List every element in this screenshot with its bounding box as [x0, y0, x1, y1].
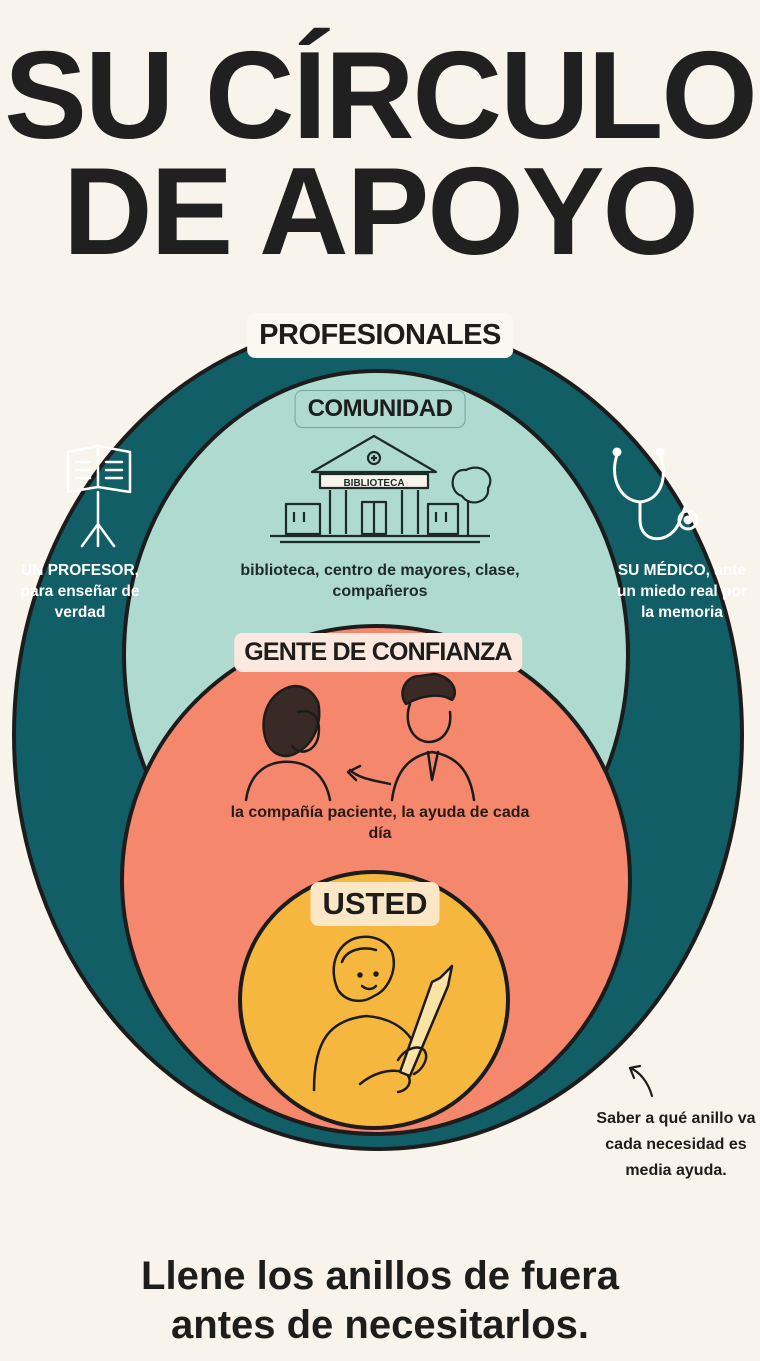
professionals-label: PROFESIONALES — [247, 313, 513, 358]
side-note: Saber a qué anillo va cada necesidad es … — [596, 1110, 756, 1179]
trusted-people-label: GENTE DE CONFIANZA — [234, 633, 522, 672]
you-label: USTED — [310, 882, 440, 926]
trusted-people-text: la compañía paciente, la ayuda de cada d… — [230, 804, 530, 842]
cta-line-1: Llene los anillos de fuera — [141, 1254, 619, 1298]
curved-arrow-icon — [628, 1064, 654, 1098]
title-line-1: SU CÍRCULO — [4, 27, 758, 165]
two-people-talking-icon — [244, 672, 476, 802]
community-label: COMUNIDAD — [294, 390, 466, 428]
cta-line-2: antes de necesitarlos. — [171, 1303, 589, 1347]
teacher-text: UN PROFESOR, para enseñar de verdad — [20, 562, 140, 621]
page-title: SU CÍRCULO DE APOYO — [0, 27, 760, 281]
call-to-action: Llene los anillos de fuera antes de nece… — [0, 1252, 760, 1350]
title-line-2: DE APOYO — [63, 143, 699, 281]
music-stand-icon — [66, 444, 132, 548]
person-with-pencil-icon — [312, 935, 454, 1094]
you-ring — [238, 870, 510, 1130]
library-sign: BIBLIOTECA — [343, 478, 404, 489]
community-text: biblioteca, centro de mayores, clase, co… — [240, 562, 520, 600]
library-building-icon — [270, 434, 492, 544]
doctor-text: SU MÉDICO, ante un miedo real por la mem… — [616, 562, 748, 621]
stethoscope-icon — [612, 447, 699, 541]
